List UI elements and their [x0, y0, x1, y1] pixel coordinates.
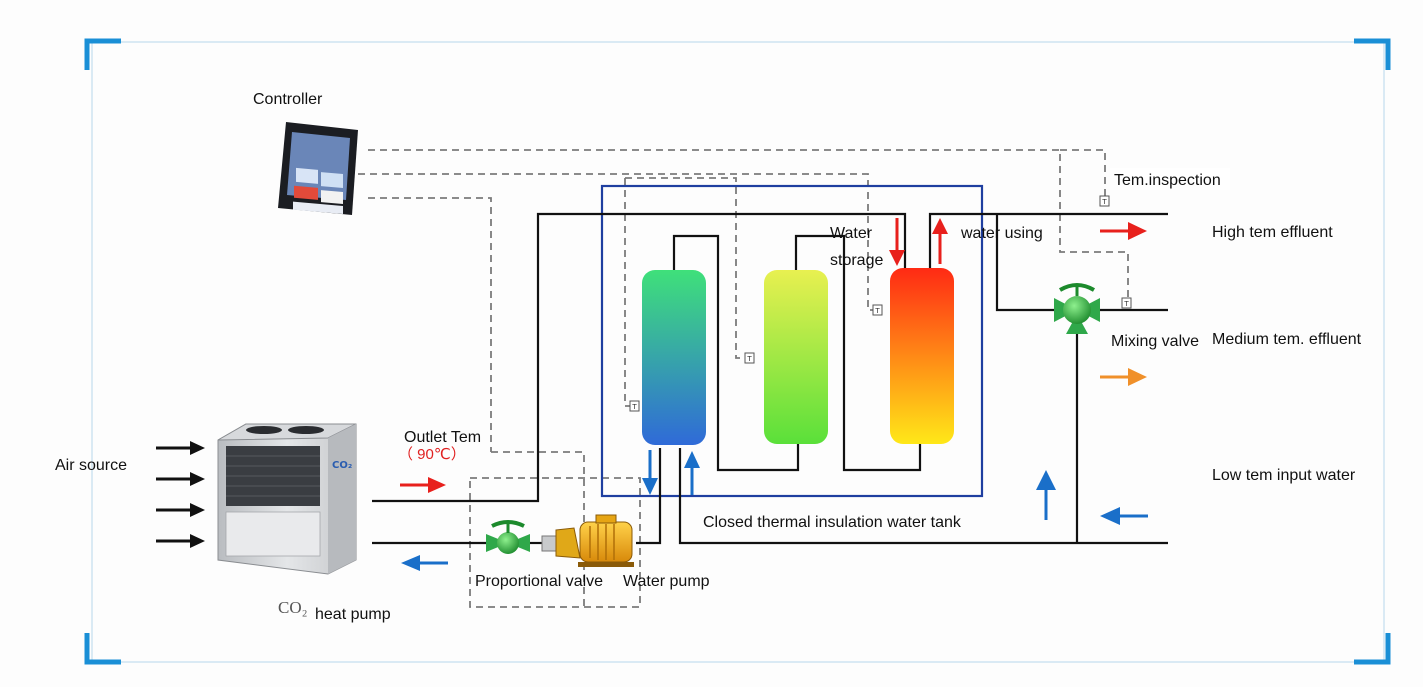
- frame-corner-tr: [1354, 38, 1391, 70]
- air-source-arrows: [156, 441, 205, 548]
- closed-tank-enclosure: [600, 184, 984, 498]
- frame-corner-bl: [84, 633, 121, 665]
- arrow-return-cold-head: [401, 555, 420, 571]
- arrow-water-storage-head: [889, 250, 905, 266]
- mixing-valve: [1054, 283, 1100, 334]
- sensor-mark: T: [631, 403, 637, 411]
- pipe-pump-to-tank1: [636, 448, 662, 545]
- water-storage-label: Water storage: [830, 225, 884, 269]
- heat-pump-label: heat pump: [315, 606, 391, 623]
- pipe-hot-supply: [372, 212, 907, 503]
- screen-panel: [321, 190, 343, 205]
- pipe-high-tem-outlet: [928, 212, 1168, 268]
- heat-pump-panel: [225, 511, 321, 557]
- pump-group-box: [469, 477, 641, 608]
- mixing-valve-label: Mixing valve: [1111, 333, 1200, 350]
- water-pipes: [372, 212, 1168, 545]
- arrow-input-up-head: [1036, 470, 1056, 490]
- arrow-medium-tem-head: [1128, 368, 1147, 386]
- arrow-water-using-head: [932, 218, 948, 234]
- outlet-tem-label: Outlet Tem: [404, 429, 482, 446]
- tank-2: [764, 270, 828, 444]
- heat-pump-side: [328, 424, 356, 574]
- pipe-tank1-tank2: [672, 234, 800, 472]
- proportional-valve: [486, 520, 530, 554]
- sensor-mark: T: [874, 307, 880, 315]
- high-tem-effluent-label: High tem effluent: [1212, 224, 1333, 241]
- heat-pump-badge: CO₂: [332, 460, 352, 471]
- sensor-icon: [1121, 297, 1132, 309]
- controller-label: Controller: [253, 91, 323, 108]
- arrow-high-tem-head: [1128, 222, 1147, 240]
- outlet-tem-value: （ 90℃）: [398, 446, 466, 463]
- pipe-tank2-tank3: [794, 234, 922, 472]
- low-tem-input-water-label: Low tem input water: [1212, 467, 1356, 484]
- screen-panel: [296, 167, 318, 184]
- control-signal-lines: [358, 149, 1129, 608]
- closed-tank-label: Closed thermal insulation water tank: [703, 514, 961, 531]
- water-using-label: water using: [961, 225, 1043, 242]
- valve-handle-icon: [1058, 283, 1096, 292]
- valve-handle-icon: [491, 520, 525, 528]
- water-pump: [541, 514, 634, 567]
- arrow-input-left-head: [1100, 507, 1120, 525]
- temperature-sensors: [629, 195, 1132, 412]
- signal-line-valve: [368, 197, 492, 452]
- fan-icon: [288, 426, 324, 434]
- medium-tem-effluent-label: Medium tem. effluent: [1212, 331, 1362, 348]
- signal-line-tank1: [624, 178, 632, 407]
- signal-line-inspection: [1060, 149, 1106, 200]
- sensor-mark: T: [746, 355, 752, 363]
- arrow-tank1-up-head: [684, 451, 700, 468]
- screen-panel: [321, 172, 343, 189]
- fan-icon: [246, 426, 282, 434]
- pipe-low-tem-input: [678, 448, 1168, 545]
- water-pump-label: Water pump: [623, 573, 710, 590]
- frame-corner-br: [1354, 633, 1391, 665]
- sensor-mark: T: [1123, 300, 1129, 308]
- flow-arrows: [400, 218, 1148, 571]
- proportional-valve-body: [497, 532, 519, 554]
- mixing-valve-body: [1063, 296, 1091, 324]
- pump-coupling: [541, 535, 557, 552]
- proportional-valve-label: Proportional valve: [475, 573, 604, 590]
- sensor-mark: T: [1101, 198, 1107, 206]
- heat-pump-unit: CO₂: [217, 423, 357, 575]
- arrow-tank1-down-head: [642, 478, 658, 495]
- tem-inspection-label: Tem.inspection: [1114, 172, 1221, 189]
- pipe-to-mixing-valve: [995, 214, 1054, 312]
- label-background: [1110, 168, 1230, 190]
- tank-1: [642, 270, 706, 445]
- co2-label: CO₂: [278, 598, 308, 617]
- frame-corner-tl: [84, 38, 121, 70]
- frame-line: [91, 41, 1385, 663]
- signal-line-mixing: [368, 149, 1129, 300]
- sensor-icon: [744, 352, 755, 364]
- tank-3-water-storage: [890, 268, 954, 444]
- frame: [84, 38, 1391, 665]
- sensor-icon: [872, 304, 883, 316]
- arrow-outlet-hot-head: [428, 477, 446, 493]
- screen-panel: [293, 201, 343, 215]
- controller-device: [278, 122, 358, 215]
- sensor-icon: [629, 400, 640, 412]
- sensor-icon: [1099, 195, 1110, 207]
- sensor-marks: T T T T T: [631, 198, 1129, 411]
- air-source-label: Air source: [55, 457, 128, 474]
- screen-panel: [294, 185, 318, 200]
